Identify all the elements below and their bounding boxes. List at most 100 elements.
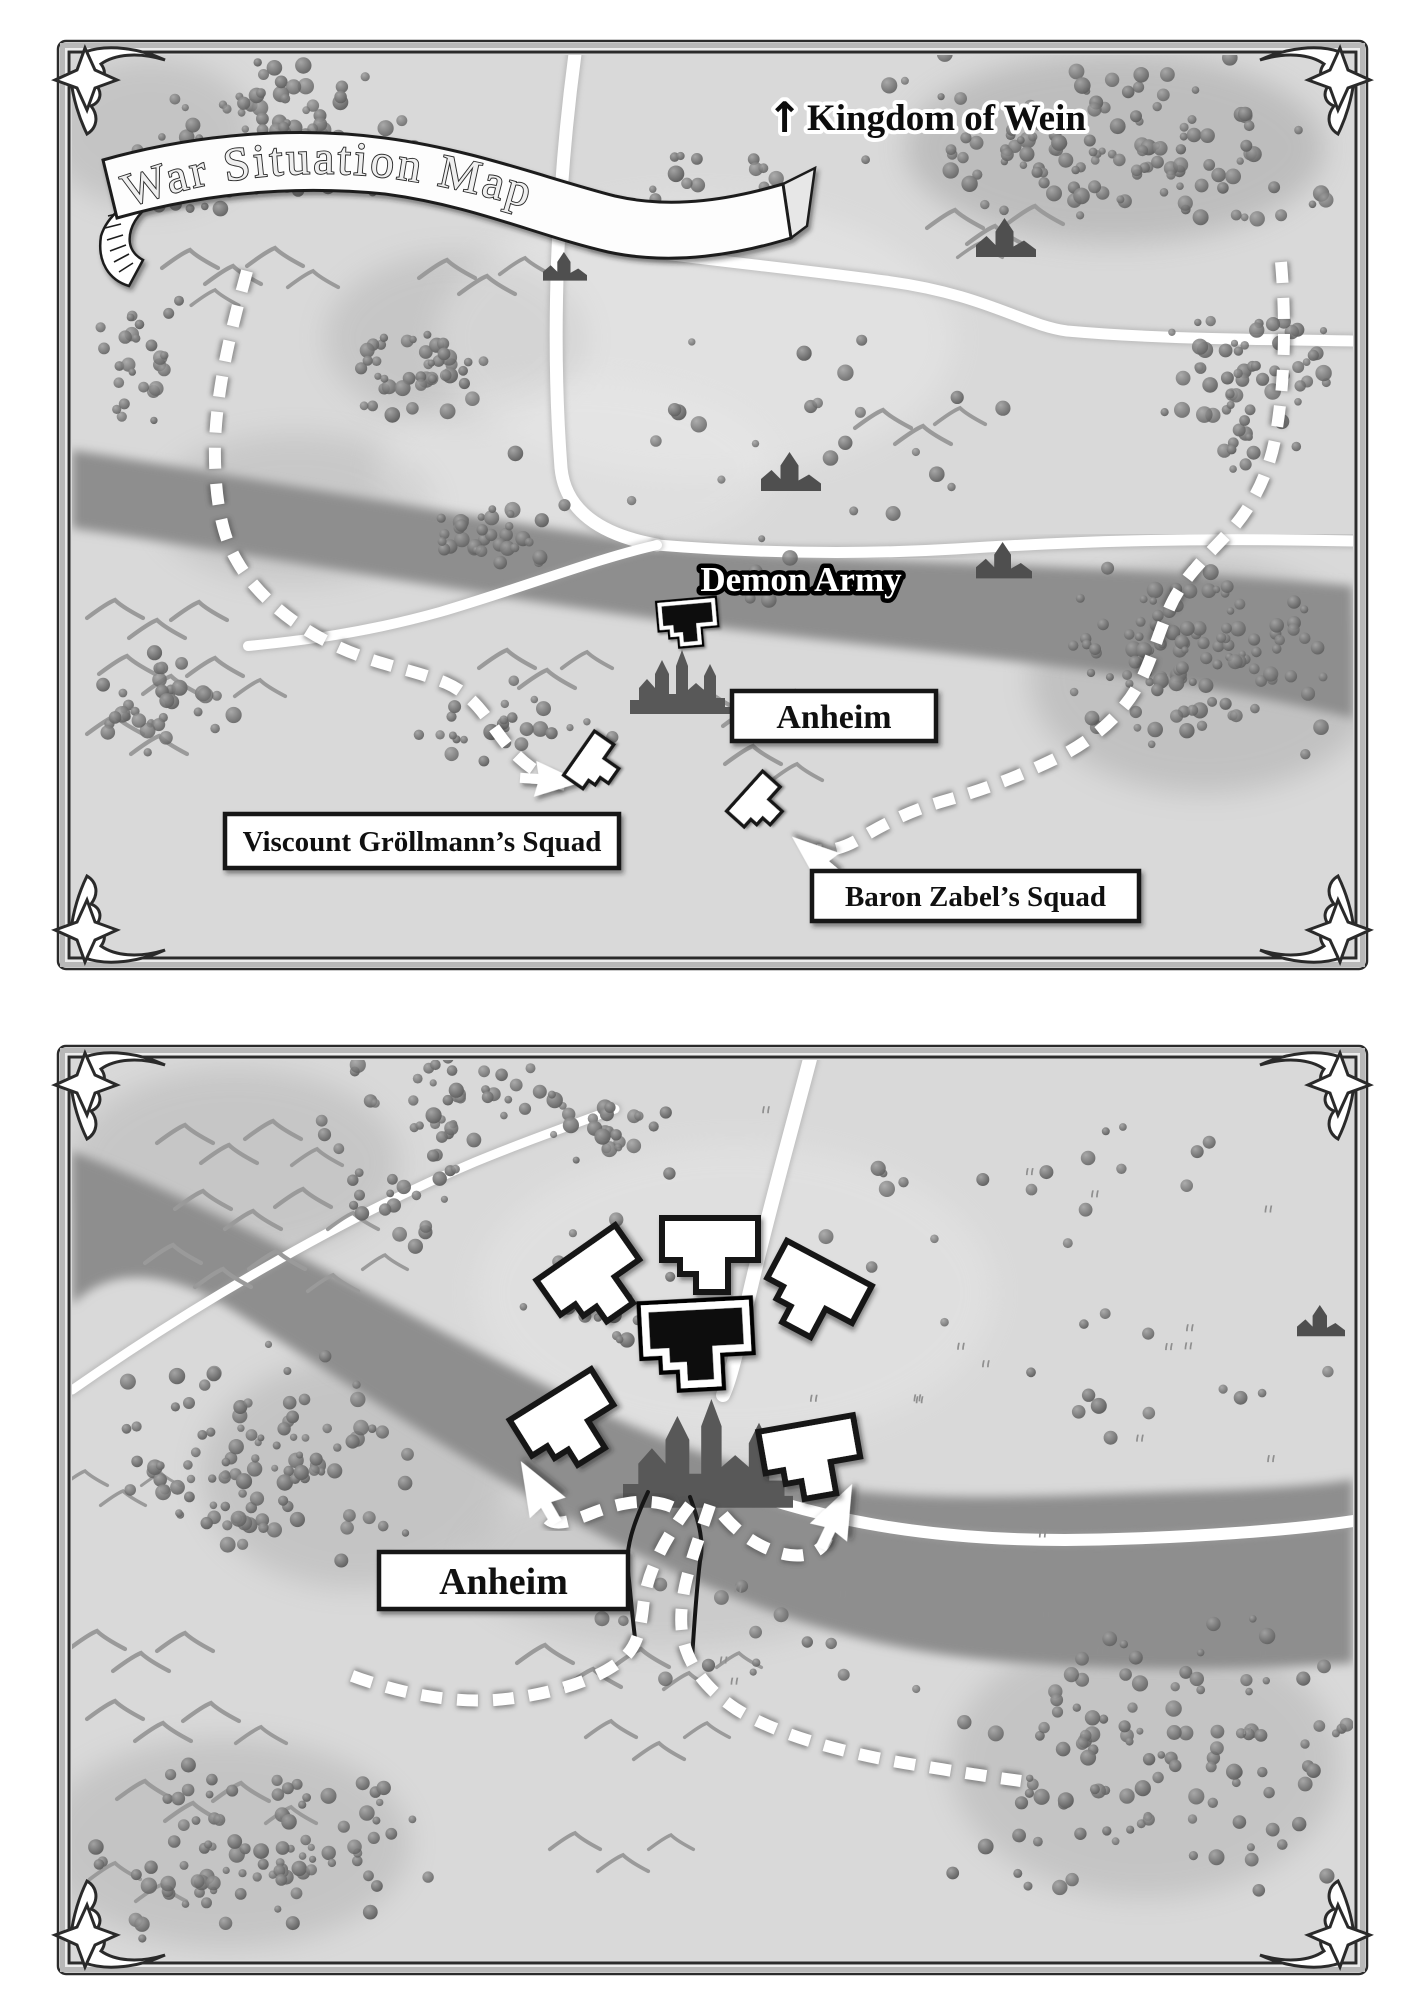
forest-dot: [298, 1800, 307, 1809]
forest-dot: [1179, 621, 1195, 636]
forest-dot: [197, 1430, 208, 1440]
forest-dot: [1292, 361, 1305, 373]
forest-dot: [1052, 1879, 1068, 1896]
forest-dot: [1245, 433, 1253, 441]
forest-dot: [1168, 328, 1176, 336]
forest-dot: [1302, 358, 1311, 366]
forest-dot: [140, 1877, 158, 1894]
forest-dot: [408, 1095, 419, 1106]
forest-dot: [594, 1128, 611, 1145]
forest-dot: [1081, 1388, 1096, 1402]
forest-dot: [375, 1425, 389, 1439]
forest-dot: [159, 731, 173, 745]
mountain-ridge: [168, 599, 230, 623]
forest-dot: [796, 345, 812, 361]
forest-dot: [649, 185, 657, 193]
mountain-ridge: [1004, 203, 1066, 227]
forest-dot: [1026, 1367, 1036, 1378]
forest-dot: [749, 1625, 762, 1639]
forest-dot: [782, 550, 798, 566]
forest-dot: [1174, 401, 1190, 418]
grass-tuft: [1243, 1727, 1252, 1735]
forest-dot: [1051, 1706, 1064, 1718]
forest-dot: [1222, 55, 1238, 66]
forest-dot: [507, 712, 518, 723]
forest-dot: [237, 108, 246, 117]
forest-dot: [532, 549, 548, 565]
forest-dot: [291, 1860, 307, 1877]
forest-dot: [1133, 723, 1142, 732]
forest-dot: [1196, 406, 1213, 423]
forest-dot: [1088, 180, 1102, 194]
forest-dot: [1016, 136, 1025, 144]
forest-dot: [309, 1855, 317, 1863]
forest-dot: [1252, 1884, 1266, 1897]
forest-dot: [488, 505, 497, 513]
forest-dot: [1122, 670, 1133, 680]
forest-dot: [1250, 703, 1260, 714]
forest-dot: [1147, 740, 1156, 749]
forest-dot: [1159, 188, 1169, 197]
forest-dot: [130, 1869, 142, 1881]
forest-dot: [504, 1095, 513, 1104]
forest-dot: [505, 522, 514, 531]
forest-dot: [801, 1636, 813, 1648]
forest-dot: [448, 700, 462, 714]
forest-dot: [446, 711, 457, 722]
forest-dot: [1225, 389, 1235, 399]
grass-tuft: [957, 1342, 965, 1350]
forest-dot: [143, 748, 152, 757]
forest-dot: [1196, 1648, 1205, 1657]
forest-dot: [319, 1350, 332, 1363]
forest-dot: [273, 1864, 286, 1877]
forest-dot: [1197, 636, 1210, 650]
forest-dot: [1299, 632, 1311, 644]
forest-dot: [1130, 110, 1142, 123]
forest-dot: [676, 151, 685, 161]
forest-dot: [252, 1872, 262, 1882]
forest-dot: [285, 1916, 300, 1931]
forest-dot: [1255, 675, 1267, 687]
forest-dot: [422, 1871, 434, 1883]
forest-dot: [409, 335, 417, 344]
forest-dot: [1240, 341, 1249, 350]
forest-dot: [1257, 1388, 1267, 1398]
detail-layer-labels: Anheim: [376, 1549, 631, 1612]
river: [72, 450, 1353, 718]
forest-dot: [667, 165, 685, 183]
forest-dot: [1142, 1753, 1156, 1766]
mountain-ridge: [180, 1700, 242, 1724]
forest-dot: [401, 1529, 410, 1537]
forest-dot: [170, 1479, 185, 1495]
forest-dot: [386, 1189, 395, 1198]
mountain-ridge: [154, 1122, 216, 1146]
forest-dot: [245, 1429, 258, 1441]
forest-dot: [1057, 1792, 1074, 1809]
forest-dot: [1176, 182, 1184, 190]
forest-dot: [193, 707, 203, 717]
forest-dot: [648, 1121, 659, 1132]
forest-dot: [1229, 709, 1243, 723]
forest-dot: [1078, 1202, 1093, 1217]
forest-dot: [444, 746, 459, 762]
forest-dot: [1135, 616, 1146, 627]
forest-dot: [1071, 1405, 1086, 1419]
forest-dot: [1119, 1788, 1135, 1804]
forest-dot: [200, 1516, 213, 1530]
forest-dot: [205, 1875, 221, 1891]
forest-dot: [1194, 178, 1209, 193]
mountain-ridge: [360, 1253, 410, 1272]
forest-dot: [1080, 1150, 1096, 1166]
forest-dot: [1187, 115, 1197, 124]
forest-dot: [937, 93, 945, 101]
forest-dot: [1146, 581, 1164, 599]
forest-dot: [413, 729, 425, 740]
forest-dot: [264, 1340, 273, 1348]
forest-dot: [1084, 710, 1100, 726]
forest-dot: [163, 307, 175, 319]
forest-dot: [1033, 1788, 1050, 1805]
forest-dot: [1233, 368, 1243, 379]
forest-dot: [317, 1128, 332, 1142]
